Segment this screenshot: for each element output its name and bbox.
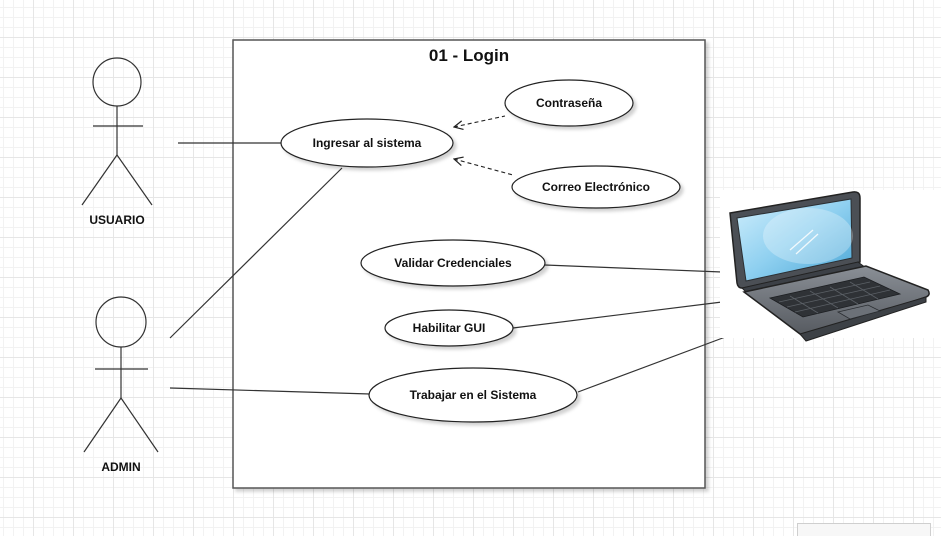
laptop-icon[interactable]: [720, 190, 941, 342]
usecase-label: Habilitar GUI: [413, 321, 486, 335]
usecase-label: Ingresar al sistema: [313, 136, 422, 150]
assoc-validar-laptop[interactable]: [544, 264, 723, 273]
assoc-admin-trabajar[interactable]: [169, 387, 371, 395]
usecase-habilitar[interactable]: Habilitar GUI: [384, 309, 514, 347]
actor-admin[interactable]: ADMIN: [83, 296, 159, 474]
assoc-admin-ingresar[interactable]: [169, 167, 343, 339]
usecase-ingresar[interactable]: Ingresar al sistema: [280, 118, 454, 168]
stick-figure-icon: [81, 57, 153, 206]
actor-usuario[interactable]: USUARIO: [81, 57, 153, 227]
dep-contrasena-ingresar[interactable]: [454, 115, 506, 127]
assoc-trabajar-laptop[interactable]: [577, 335, 729, 393]
usecase-label: Contraseña: [536, 96, 602, 110]
stick-figure-icon: [83, 296, 159, 453]
usecase-label: Validar Credenciales: [394, 256, 512, 270]
assoc-habilitar-laptop[interactable]: [512, 301, 723, 329]
usecase-validar[interactable]: Validar Credenciales: [360, 239, 546, 287]
usecase-label: Correo Electrónico: [542, 180, 650, 194]
system-title: 01 - Login: [429, 46, 509, 65]
usecase-trabajar[interactable]: Trabajar en el Sistema: [368, 367, 578, 423]
page-tab[interactable]: [797, 523, 931, 536]
usecase-correo[interactable]: Correo Electrónico: [511, 165, 681, 209]
actor-label: ADMIN: [101, 460, 140, 474]
dep-correo-ingresar[interactable]: [454, 159, 514, 176]
actor-label: USUARIO: [89, 213, 144, 227]
usecase-label: Trabajar en el Sistema: [410, 388, 537, 402]
usecase-contrasena[interactable]: Contraseña: [504, 79, 634, 127]
